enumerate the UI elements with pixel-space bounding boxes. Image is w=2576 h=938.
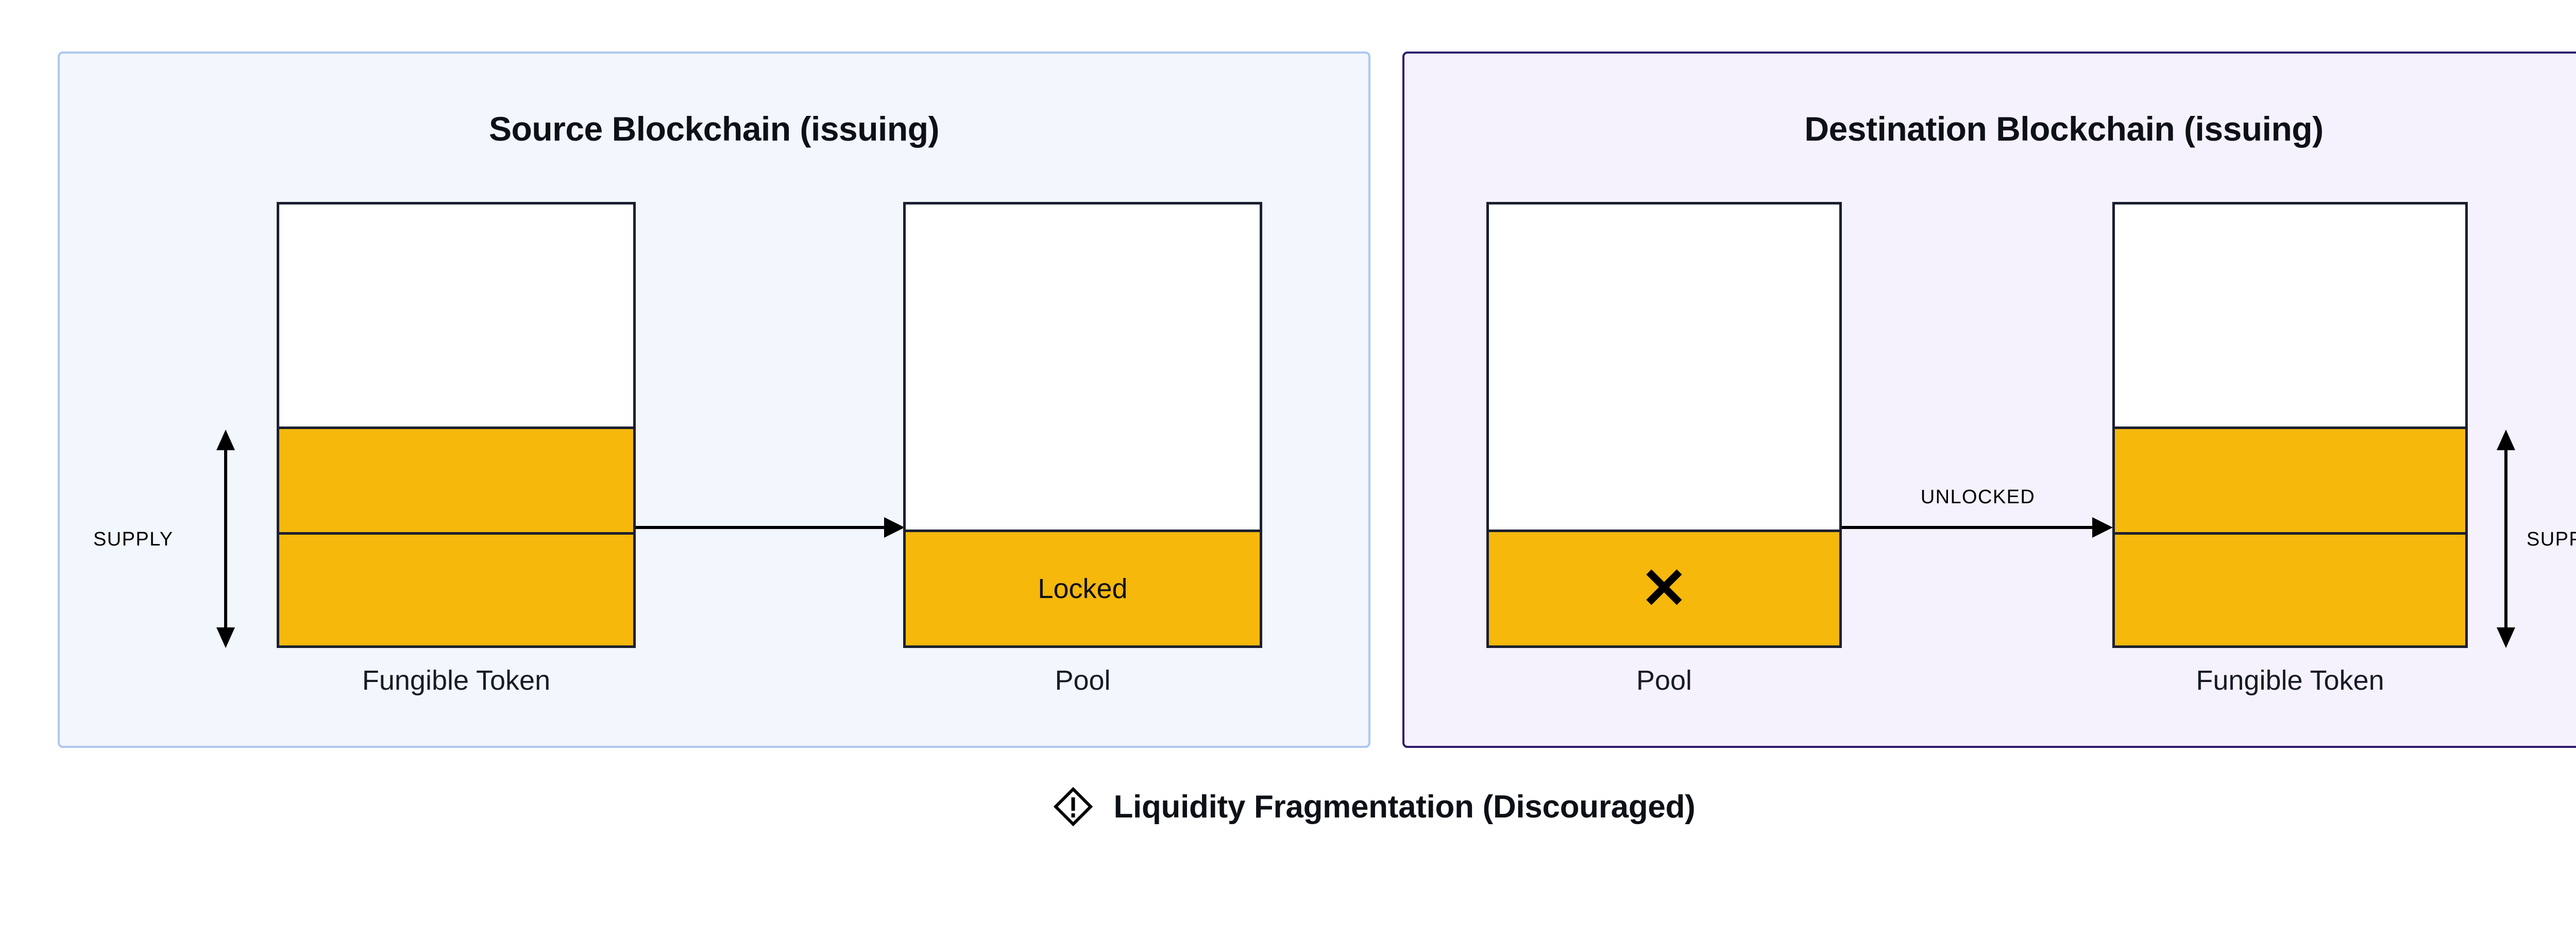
bar-segment-filled (279, 532, 633, 645)
supply-range-arrow (216, 430, 235, 648)
bar-destination-fungible-token (2112, 202, 2468, 648)
footer-note-text: Liquidity Fragmentation (Discouraged) (1113, 789, 1696, 825)
bar-segment-label-locked: Locked (1038, 573, 1128, 604)
supply-label-source: SUPPLY (93, 528, 174, 550)
bar-source-pool: Locked (903, 202, 1262, 648)
supply-label-destination: SUPPLY (2527, 528, 2576, 550)
panel-destination-title: Destination Blockchain (issuing) (1804, 110, 2324, 148)
panel-source-title: Source Blockchain (issuing) (488, 110, 940, 148)
flow-arrow-label-unlocked: UNLOCKED (1920, 486, 2036, 508)
bar-segment-locked: Locked (906, 530, 1260, 645)
bar-source-fungible-token (277, 202, 636, 648)
bar-segment-drained: ✕ (1489, 530, 1839, 645)
bar-segment-filled (279, 427, 633, 532)
cross-icon: ✕ (1640, 557, 1688, 620)
supply-range-arrow (2497, 430, 2515, 648)
flow-arrow-unlock (1842, 517, 2113, 538)
bar-destination-pool: ✕ (1486, 202, 1842, 648)
footer-note: Liquidity Fragmentation (Discouraged) (0, 787, 2576, 826)
bar-caption-pool: Pool (1055, 665, 1111, 696)
panel-destination-blockchain: Destination Blockchain (issuing) ✕ Pool … (1402, 52, 2576, 748)
bar-segment-filled (2115, 532, 2465, 645)
bar-caption-fungible-token: Fungible Token (2196, 665, 2384, 696)
flow-arrow-lock (636, 517, 905, 538)
bar-segment-filled (2115, 427, 2465, 532)
warning-diamond-icon (1054, 787, 1093, 826)
panel-source-blockchain: Source Blockchain (issuing) Fungible Tok… (58, 52, 1370, 748)
bar-caption-fungible-token: Fungible Token (362, 665, 551, 696)
bar-caption-pool: Pool (1636, 665, 1692, 696)
